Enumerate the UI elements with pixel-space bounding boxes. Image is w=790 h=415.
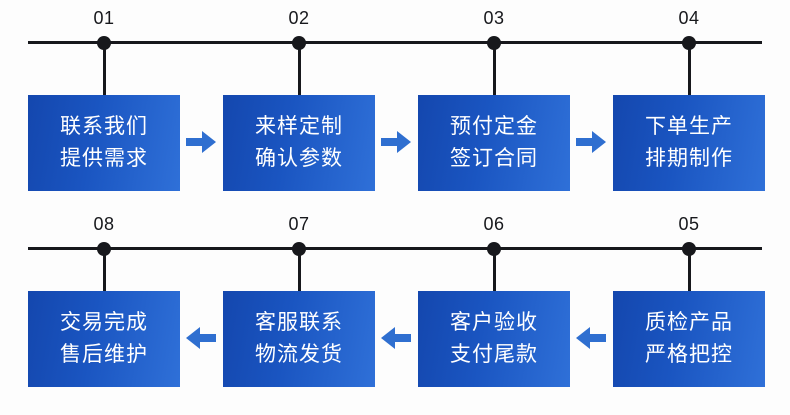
timeline-stem-01 (102, 43, 106, 95)
step-number-02: 02 (288, 8, 310, 28)
timeline-stem-06 (492, 249, 496, 292)
arrow-left-icon-07-08 (186, 325, 216, 351)
step-number-07: 07 (288, 214, 310, 234)
step-box-02-line1: 来样定制 (255, 115, 343, 138)
timeline-stem-05 (687, 249, 691, 292)
step-number-05: 05 (678, 214, 700, 234)
step-number-03: 03 (483, 8, 505, 28)
arrow-left-icon-06-07 (381, 325, 411, 351)
arrow-right-icon-03-04 (576, 129, 606, 155)
step-box-07-line2: 物流发货 (255, 343, 343, 366)
step-box-01[interactable]: 联系我们 提供需求 (28, 95, 180, 191)
step-number-01: 01 (93, 8, 115, 28)
step-box-07-line1: 客服联系 (255, 311, 343, 334)
step-box-01-line1: 联系我们 (60, 115, 148, 138)
timeline-row-bottom: 08 07 06 05 交易完成 售后维护 客服联系 物流发货 (0, 207, 790, 415)
step-number-04: 04 (678, 8, 700, 28)
timeline-row-top: 01 02 03 04 联系我们 提供需求 来样定制 确认参数 (0, 0, 790, 207)
step-box-03[interactable]: 预付定金 签订合同 (418, 95, 570, 191)
timeline-stem-02 (297, 43, 301, 95)
step-box-02-line2: 确认参数 (255, 147, 343, 170)
timeline-stem-03 (492, 43, 496, 95)
step-box-01-line2: 提供需求 (60, 147, 148, 170)
step-box-05-line1: 质检产品 (645, 311, 733, 334)
timeline-stem-08 (102, 249, 106, 292)
step-box-08-line1: 交易完成 (60, 311, 148, 334)
step-number-08: 08 (93, 214, 115, 234)
step-box-03-line2: 签订合同 (450, 147, 538, 170)
timeline-stem-07 (297, 249, 301, 292)
arrow-right-icon-01-02 (186, 129, 216, 155)
step-box-08[interactable]: 交易完成 售后维护 (28, 291, 180, 387)
step-box-02[interactable]: 来样定制 确认参数 (223, 95, 375, 191)
step-box-08-line2: 售后维护 (60, 343, 148, 366)
step-box-06-line2: 支付尾款 (450, 343, 538, 366)
step-box-07[interactable]: 客服联系 物流发货 (223, 291, 375, 387)
arrow-right-icon-02-03 (381, 129, 411, 155)
arrow-left-icon-05-06 (576, 325, 606, 351)
step-box-04-line1: 下单生产 (645, 115, 733, 138)
timeline-axis-top (28, 41, 762, 44)
timeline-stem-04 (687, 43, 691, 95)
step-box-06[interactable]: 客户验收 支付尾款 (418, 291, 570, 387)
step-box-05-line2: 严格把控 (645, 343, 733, 366)
step-number-06: 06 (483, 214, 505, 234)
step-box-03-line1: 预付定金 (450, 115, 538, 138)
step-box-04[interactable]: 下单生产 排期制作 (613, 95, 765, 191)
step-box-06-line1: 客户验收 (450, 311, 538, 334)
timeline-axis-bottom (28, 247, 762, 250)
step-box-05[interactable]: 质检产品 严格把控 (613, 291, 765, 387)
step-box-04-line2: 排期制作 (645, 147, 733, 170)
